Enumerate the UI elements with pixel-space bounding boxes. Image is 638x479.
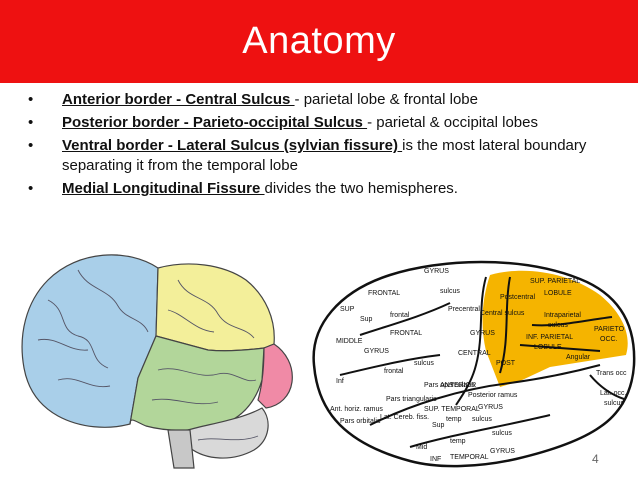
- bullet-text: - parietal & occipital lobes: [367, 114, 538, 131]
- label-parieto: PARIETO: [594, 326, 625, 333]
- label-frontal3: FRONTAL: [390, 330, 422, 337]
- label-sup-temporal: SUP. TEMPORAL: [424, 406, 480, 413]
- label-ant-horiz-ramus: Ant. horiz. ramus: [330, 406, 383, 413]
- label-sulcus2: sulcus: [414, 360, 434, 367]
- label-temp: temp: [446, 416, 462, 423]
- label-middle: MIDDLE: [336, 338, 363, 345]
- label-sulcus: sulcus: [440, 288, 460, 295]
- label-postcentral: Postcentral: [500, 294, 535, 301]
- label-lat-occ: Lat. occ.: [600, 390, 627, 397]
- label-sulcus3: sulcus: [548, 322, 568, 329]
- label-pars-orbitalis: Pars orbitalis: [340, 418, 381, 425]
- bullet-term: Medial Longitudinal Fissure: [62, 180, 265, 197]
- bullet-marker: •: [28, 91, 34, 108]
- bullet-marker: •: [28, 137, 34, 154]
- label-gyrus2: GYRUS: [364, 348, 389, 355]
- label-pars-opercularis: Pars opercularis: [424, 382, 475, 389]
- brainstem: [167, 429, 195, 469]
- gyri-lines: [37, 269, 259, 441]
- label-sulcus5: sulcus: [492, 430, 512, 437]
- label-post: POST: [496, 360, 516, 367]
- label-lobule2: LOBULE: [534, 344, 562, 351]
- label-frontal4: frontal: [384, 368, 404, 375]
- diagram-labels: GYRUS FRONTAL SUP sulcus Sup frontal MID…: [330, 268, 627, 463]
- label-intraparietal: Intraparietal: [544, 312, 581, 319]
- label-anterior: ANTERIOR: [440, 382, 476, 389]
- bullet-item: • Posterior border - Parieto-occipital S…: [28, 113, 628, 133]
- label-sup3: Sup: [432, 422, 445, 429]
- bullet-marker: •: [28, 180, 34, 197]
- bullet-text: - parietal lobe & frontal lobe: [294, 91, 478, 108]
- label-sup-parietal: SUP. PARIETAL: [530, 278, 580, 285]
- bullet-term: Anterior border - Central Sulcus: [62, 91, 295, 108]
- label-frontal2: frontal: [390, 312, 410, 319]
- parietal-highlight: [482, 270, 628, 387]
- bullet-item: • Ventral border - Lateral Sulcus (sylvi…: [28, 136, 628, 176]
- lateral-cortex-diagram: GYRUS FRONTAL SUP sulcus Sup frontal MID…: [312, 260, 636, 468]
- page-number: 4: [592, 452, 599, 466]
- label-precentral: Precentral: [448, 306, 480, 313]
- label-inf-parietal: INF. PARIETAL: [526, 334, 573, 341]
- label-pars-triangularis: Pars triangularis: [386, 396, 437, 403]
- label-mid: Mid: [416, 444, 427, 451]
- occipital-lobe: [257, 343, 293, 409]
- label-temp2: temp: [450, 438, 466, 445]
- label-sup2: Sup: [360, 316, 373, 323]
- label-inf: Inf: [336, 378, 344, 385]
- label-lat-cereb-fiss: Lat. Cereb. fiss.: [380, 414, 429, 421]
- label-occ: OCC.: [600, 336, 618, 343]
- cortex-outline: [312, 260, 636, 468]
- bullet-term: Posterior border - Parieto-occipital Sul…: [62, 114, 368, 131]
- bullet-text: divides the two hemispheres.: [264, 180, 458, 197]
- label-gyrus5: GYRUS: [478, 404, 503, 411]
- label-gyrus6: GYRUS: [490, 448, 515, 455]
- slide-title: Anatomy: [242, 20, 396, 62]
- label-inf2: INF: [430, 456, 441, 463]
- bullet-list: • Anterior border - Central Sulcus - par…: [28, 90, 628, 202]
- bullet-term: Ventral border - Lateral Sulcus (sylvian…: [62, 137, 403, 154]
- label-sulcus6: sulcus: [604, 400, 624, 407]
- label-trans-occ: Trans occ: [596, 370, 627, 377]
- label-gyrus: GYRUS: [424, 268, 449, 275]
- bullet-marker: •: [28, 114, 34, 131]
- bullet-item: • Medial Longitudinal Fissure divides th…: [28, 179, 628, 199]
- label-central-sulcus: Central sulcus: [480, 310, 525, 317]
- label-gyrus3: GYRUS: [470, 330, 495, 337]
- frontal-lobe: [21, 254, 159, 428]
- bullet-text: is the most lateral boundary separating …: [62, 137, 587, 174]
- label-posterior-ramus: Posterior ramus: [468, 392, 518, 399]
- label-temporal: TEMPORAL: [450, 454, 489, 461]
- title-bar: Anatomy: [0, 0, 638, 83]
- brain-lobes-illustration: [21, 254, 293, 469]
- sulci-lines: [339, 276, 625, 448]
- label-sulcus4: sulcus: [472, 416, 492, 423]
- label-angular: Angular: [566, 354, 591, 361]
- label-frontal: FRONTAL: [368, 290, 400, 297]
- label-sup: SUP: [340, 306, 355, 313]
- parietal-lobe: [155, 263, 275, 352]
- label-lobule: LOBULE: [544, 290, 572, 297]
- bullet-item: • Anterior border - Central Sulcus - par…: [28, 90, 628, 110]
- label-central: CENTRAL: [458, 350, 491, 357]
